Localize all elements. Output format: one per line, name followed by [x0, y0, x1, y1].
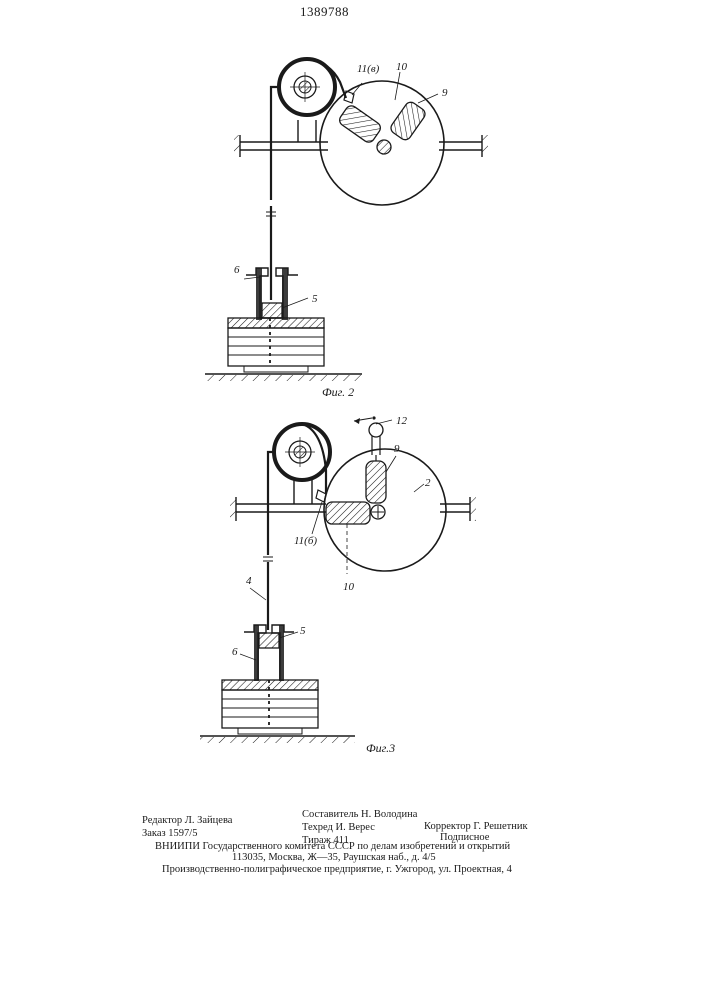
weight-5-fig3 [259, 633, 279, 648]
label-6-fig2: 6 [234, 264, 240, 276]
ground-fig3 [200, 736, 355, 743]
technical-drawing: 11(в) 10 9 6 5 [0, 0, 707, 800]
address: 113035, Москва, Ж—35, Раушская наб., д. … [232, 852, 436, 863]
label-11b-fig2: 11(в) [357, 63, 380, 75]
figure-2: 11(в) 10 9 6 5 [205, 59, 488, 399]
compiler: Составитель Н. Володина [302, 808, 417, 821]
plate-stack-fig3 [222, 680, 318, 734]
label-11b-fig3: 11(б) [294, 535, 317, 547]
label-10-fig3: 10 [343, 581, 355, 593]
pulley-fig3 [274, 424, 330, 480]
label-10-fig2: 10 [396, 61, 408, 73]
imprint-left: Редактор Л. Зайцева Заказ 1597/5 [142, 814, 232, 840]
ground-fig2 [205, 374, 362, 381]
weight-5 [262, 303, 282, 318]
figure-3-caption: Фиг.3 [366, 741, 395, 755]
label-5-fig2: 5 [312, 293, 318, 305]
editor: Редактор Л. Зайцева [142, 814, 232, 827]
drum-fig3 [324, 423, 446, 574]
label-9-fig2: 9 [442, 87, 448, 99]
label-2-fig3: 2 [425, 477, 431, 489]
label-12-fig3: 12 [396, 415, 408, 427]
label-9-fig3: 9 [394, 443, 400, 455]
printer: Производственно-полиграфическое предприя… [162, 864, 512, 875]
label-6-fig3: 6 [232, 646, 238, 658]
figure-2-caption: Фиг. 2 [322, 385, 354, 399]
plate-stack-fig2 [228, 318, 324, 372]
figure-3: 12 9 2 11(б) 10 4 5 6 [200, 415, 476, 755]
label-5-fig3: 5 [300, 625, 306, 637]
label-4-fig3: 4 [246, 575, 252, 587]
cable-fig3 [268, 452, 274, 630]
order: Заказ 1597/5 [142, 827, 232, 840]
tech-editor: Техред И. Верес [302, 821, 417, 834]
